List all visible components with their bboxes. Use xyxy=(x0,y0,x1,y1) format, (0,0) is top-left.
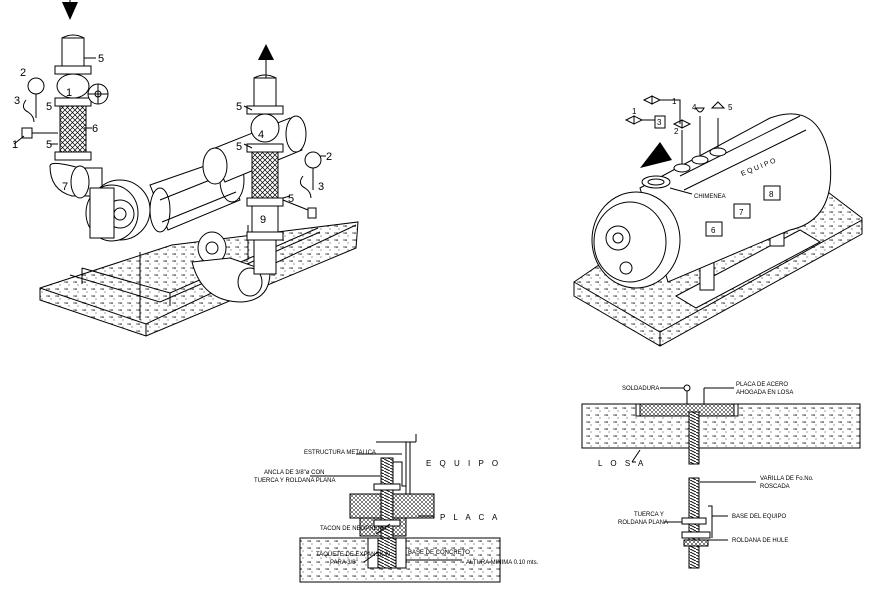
callout-number: 5 xyxy=(98,53,104,65)
callout-number: 3 xyxy=(14,95,20,107)
callout-number: 8 xyxy=(769,190,774,199)
callout-number: 5 xyxy=(728,103,733,112)
varilla-label-line2: ROSCADA xyxy=(760,484,790,490)
flow-out-arrow-icon xyxy=(258,44,274,60)
callout-number: 7 xyxy=(739,208,744,217)
estructura-label: ESTRUCTURA METALICA xyxy=(304,450,376,456)
callout-number: 7 xyxy=(62,181,68,193)
chimney-flow-arrow-icon xyxy=(640,142,672,168)
pump-isometric-drawing xyxy=(13,0,359,337)
threaded-rod-upper xyxy=(688,411,700,465)
callout-number: 9 xyxy=(260,214,266,226)
equipment-isometric-drawing xyxy=(573,95,863,347)
callout-number: 2 xyxy=(20,67,26,79)
callout-number: 6 xyxy=(92,123,98,135)
callout-number: 5 xyxy=(46,101,52,113)
placa-label: P L A C A xyxy=(440,513,500,522)
base-equipo-label: BASE DEL EQUIPO xyxy=(732,514,786,520)
roldana-hule-label: ROLDANA DE HULE xyxy=(732,538,788,544)
placa-acero-label-line2: AHOGADA EN LOSA xyxy=(736,390,793,396)
callout-number: 5 xyxy=(46,139,52,151)
callout-number: 2 xyxy=(674,127,679,136)
callout-number: 6 xyxy=(711,226,716,235)
flow-in-arrow-icon xyxy=(62,2,78,20)
chimenea-label: CHIMENEA xyxy=(694,194,726,200)
altura-label: ALTURA MINIMA 0.10 mts. xyxy=(466,560,539,566)
callout-number: 5 xyxy=(288,193,294,205)
soldadura-label: SOLDADURA xyxy=(622,386,659,392)
ancla-label-line2: TUERCA Y ROLDANA PLANA xyxy=(254,478,335,484)
tuerca-label-line1: TUERCA Y xyxy=(634,512,664,518)
callout-number: 4 xyxy=(692,103,697,112)
losa-label: L O S A xyxy=(598,459,646,468)
embedded-steel-plate xyxy=(639,403,735,417)
equipo-detail-label: E Q U I P O xyxy=(426,459,501,468)
callout-number: 1 xyxy=(632,107,637,116)
callout-number: 4 xyxy=(258,129,264,141)
taquete-label-line1: TAQUETE DE EXPANSION xyxy=(316,552,390,558)
callout-number: 1 xyxy=(672,97,677,106)
placa-acero-label-line1: PLACA DE ACERO xyxy=(736,382,788,388)
callout-number: 2 xyxy=(326,151,332,163)
varilla-label-line1: VARILLA DE Fo.No. xyxy=(760,476,814,482)
callout-number: 3 xyxy=(318,181,324,193)
anchor-detail-b xyxy=(581,384,861,569)
callout-number: 1 xyxy=(12,139,18,151)
ancla-label-line1: ANCLA DE 3/8"ø CON xyxy=(264,470,324,476)
taquete-label-line2: PARA 3/8" xyxy=(330,560,358,566)
callout-number: 5 xyxy=(236,141,242,153)
callout-number: 3 xyxy=(657,118,662,127)
tacon-label: TACON DE NEOPRENO xyxy=(320,526,387,532)
anchor-detail-a xyxy=(299,434,501,583)
base-concreto-label: BASE DE CONCRETO xyxy=(408,550,470,556)
callout-number: 5 xyxy=(236,101,242,113)
tuerca-label-line2: ROLDANA PLANA xyxy=(618,520,668,526)
callout-number: 1 xyxy=(66,87,72,99)
